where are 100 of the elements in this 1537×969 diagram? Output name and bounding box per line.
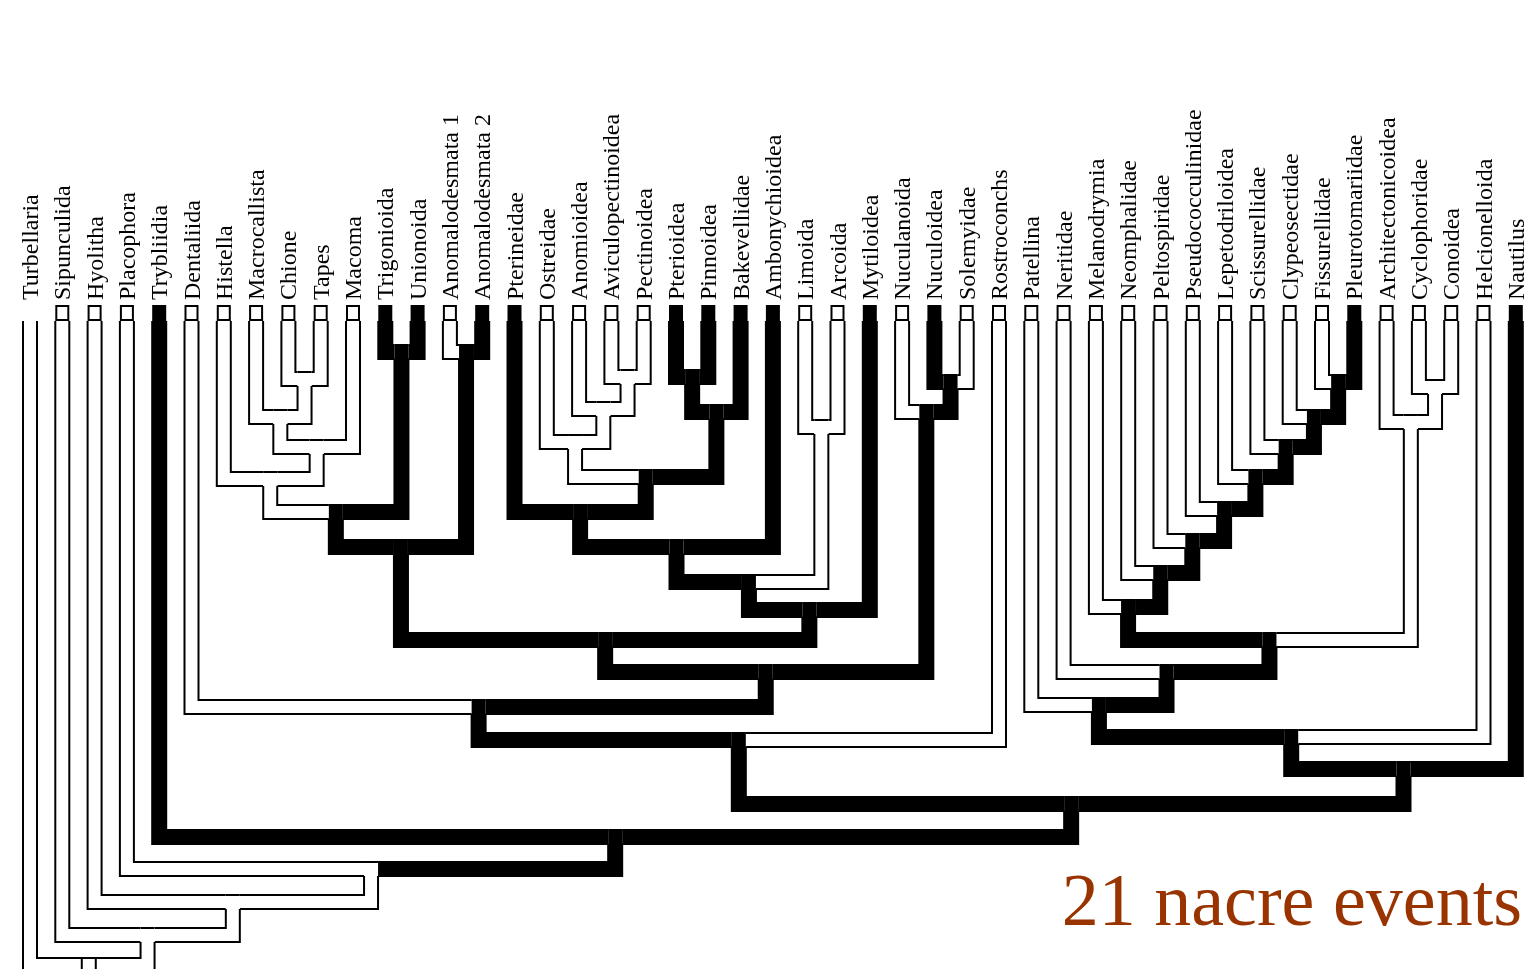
branch-line — [327, 518, 395, 555]
branch-line — [1416, 393, 1444, 430]
branch-line — [1291, 423, 1322, 455]
taxon-label: Lepetodriloidea — [1212, 148, 1239, 300]
branch-line — [377, 320, 396, 360]
branch-line — [609, 383, 636, 417]
taxon-label: Pseudococculinidae — [1179, 109, 1206, 300]
branch-junction — [607, 829, 624, 845]
branch-line — [238, 875, 380, 910]
branch-line — [322, 320, 361, 455]
branch-line — [407, 320, 426, 360]
branch-junction — [684, 369, 701, 385]
taxon-label: Arcoida — [824, 222, 851, 300]
branch-line — [441, 320, 461, 360]
taxon-label: Fissurellidae — [1309, 177, 1335, 300]
branch-line — [797, 320, 816, 435]
taxon-label: Anomioidea — [566, 181, 593, 300]
branch-line — [827, 320, 846, 435]
taxon-label: Trigonioida — [372, 187, 399, 300]
branch-line — [621, 810, 1080, 845]
branch-line — [1198, 515, 1233, 549]
branch-line — [1344, 320, 1363, 390]
branch-line — [1090, 711, 1286, 745]
branch-junction — [801, 602, 818, 618]
branch-line — [698, 320, 717, 385]
taxon-label: Peltospiridae — [1147, 174, 1174, 300]
taxon-label: Limoida — [792, 218, 819, 300]
branch-line — [1152, 320, 1187, 549]
branch-line — [341, 358, 410, 520]
branch-line — [1172, 646, 1278, 680]
branch-line — [470, 713, 733, 748]
branch-line — [668, 320, 687, 385]
branch-line — [1087, 320, 1123, 615]
taxon-label: Mytiloidea — [856, 194, 883, 300]
branch-junction — [458, 344, 475, 360]
taxon-label: Ambonychioidea — [759, 134, 786, 300]
taxon-label: Unionoida — [404, 198, 431, 300]
branch-line — [484, 678, 774, 715]
branch-line — [506, 320, 575, 520]
branch-line — [392, 553, 600, 648]
branch-line — [1378, 320, 1405, 430]
annotation-text: 21 nacre events — [1061, 859, 1522, 941]
branch-line — [1104, 678, 1175, 713]
branch-line — [682, 320, 781, 555]
branch-junction — [1261, 632, 1278, 648]
branch-junction — [1283, 729, 1300, 745]
taxon-label: Nuculoidea — [921, 189, 948, 300]
taxon-label: Helcionelloida — [1470, 158, 1497, 300]
branch-line — [1410, 320, 1430, 395]
taxon-label: Hyolitha — [81, 216, 108, 300]
taxon-label: Anomalodesmata 2 — [469, 114, 496, 300]
taxon-label: Chione — [275, 230, 302, 300]
taxon-label: Nuculanoida — [889, 177, 916, 300]
branch-line — [183, 320, 473, 715]
branch-line — [1230, 483, 1264, 517]
branch-line — [262, 485, 330, 520]
taxon-label: Neritidae — [1050, 210, 1077, 300]
branch-line — [1184, 320, 1219, 517]
branch-junction — [595, 401, 612, 417]
taxon-label: Scissurellidae — [1244, 166, 1271, 300]
branch-line — [744, 320, 1007, 748]
branch-line — [406, 358, 475, 555]
branch-junction — [272, 409, 289, 425]
branch-line — [54, 320, 142, 943]
taxon-label: Ostreidae — [533, 208, 560, 300]
branch-junction — [1247, 469, 1264, 485]
branch-line — [377, 843, 624, 877]
branch-line — [248, 320, 275, 425]
branch-line — [472, 320, 491, 360]
branch-line — [597, 646, 760, 680]
taxon-label: Tapes — [307, 244, 334, 300]
branch-line — [1120, 613, 1264, 648]
branch-line — [1281, 320, 1308, 425]
branch-junction — [1120, 599, 1137, 615]
branch-line — [754, 433, 830, 590]
branch-junction — [813, 419, 830, 435]
branch-junction — [708, 404, 725, 420]
branch-line — [310, 320, 329, 387]
branch-junction — [1152, 565, 1169, 581]
branch-line — [215, 320, 265, 487]
taxon-label: Rostroconchs — [986, 169, 1012, 300]
branch-line — [1261, 453, 1294, 485]
taxon-label: Histella — [210, 225, 237, 300]
taxon-label: Turbellaria — [17, 194, 43, 300]
branch-line — [1023, 320, 1093, 713]
branch-junction — [1330, 374, 1347, 390]
branch-line — [730, 746, 1066, 812]
taxon-label: Dentaliida — [178, 200, 205, 300]
branch-junction — [1427, 379, 1444, 395]
taxon-label: Pinnoidea — [695, 204, 722, 300]
branch-line — [581, 415, 612, 450]
branch-line — [684, 383, 711, 420]
branch-junction — [572, 504, 589, 520]
branch-line — [538, 320, 570, 450]
branch-line — [1319, 388, 1347, 425]
taxon-label: Cyclophoridae — [1405, 158, 1432, 300]
branch-line — [86, 320, 227, 910]
taxon-label: Neomphalidae — [1115, 160, 1142, 300]
branch-junction — [1184, 533, 1201, 549]
branch-junction — [363, 861, 380, 877]
